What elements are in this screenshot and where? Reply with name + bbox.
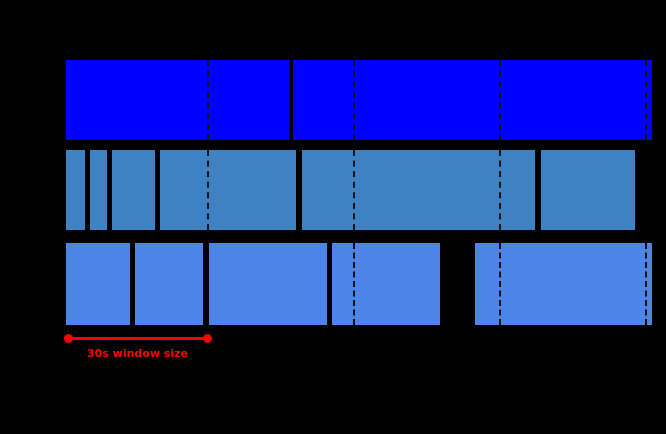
timeline-segment[interactable] <box>66 60 289 140</box>
timeline-segment[interactable] <box>332 243 440 325</box>
timeline-segment[interactable] <box>160 150 296 230</box>
timeline-segment[interactable] <box>541 150 635 230</box>
timeline-segment[interactable] <box>475 243 652 325</box>
window-size-cap-right-icon <box>203 334 212 343</box>
timeline-segment[interactable] <box>90 150 107 230</box>
timeline-track-3 <box>0 243 666 325</box>
timeline-segment[interactable] <box>302 150 535 230</box>
timeline-segment[interactable] <box>66 150 85 230</box>
timeline-segment[interactable] <box>66 243 130 325</box>
timeline-segment[interactable] <box>135 243 203 325</box>
timeline-segment[interactable] <box>112 150 155 230</box>
timeline-segment[interactable] <box>209 243 327 325</box>
window-size-cap-left-icon <box>64 334 73 343</box>
window-size-label: 30s window size <box>86 347 189 360</box>
window-size-measure-line <box>68 337 207 340</box>
timeline-track-1 <box>0 60 666 140</box>
timeline-segment[interactable] <box>293 60 652 140</box>
timeline-track-2 <box>0 150 666 230</box>
